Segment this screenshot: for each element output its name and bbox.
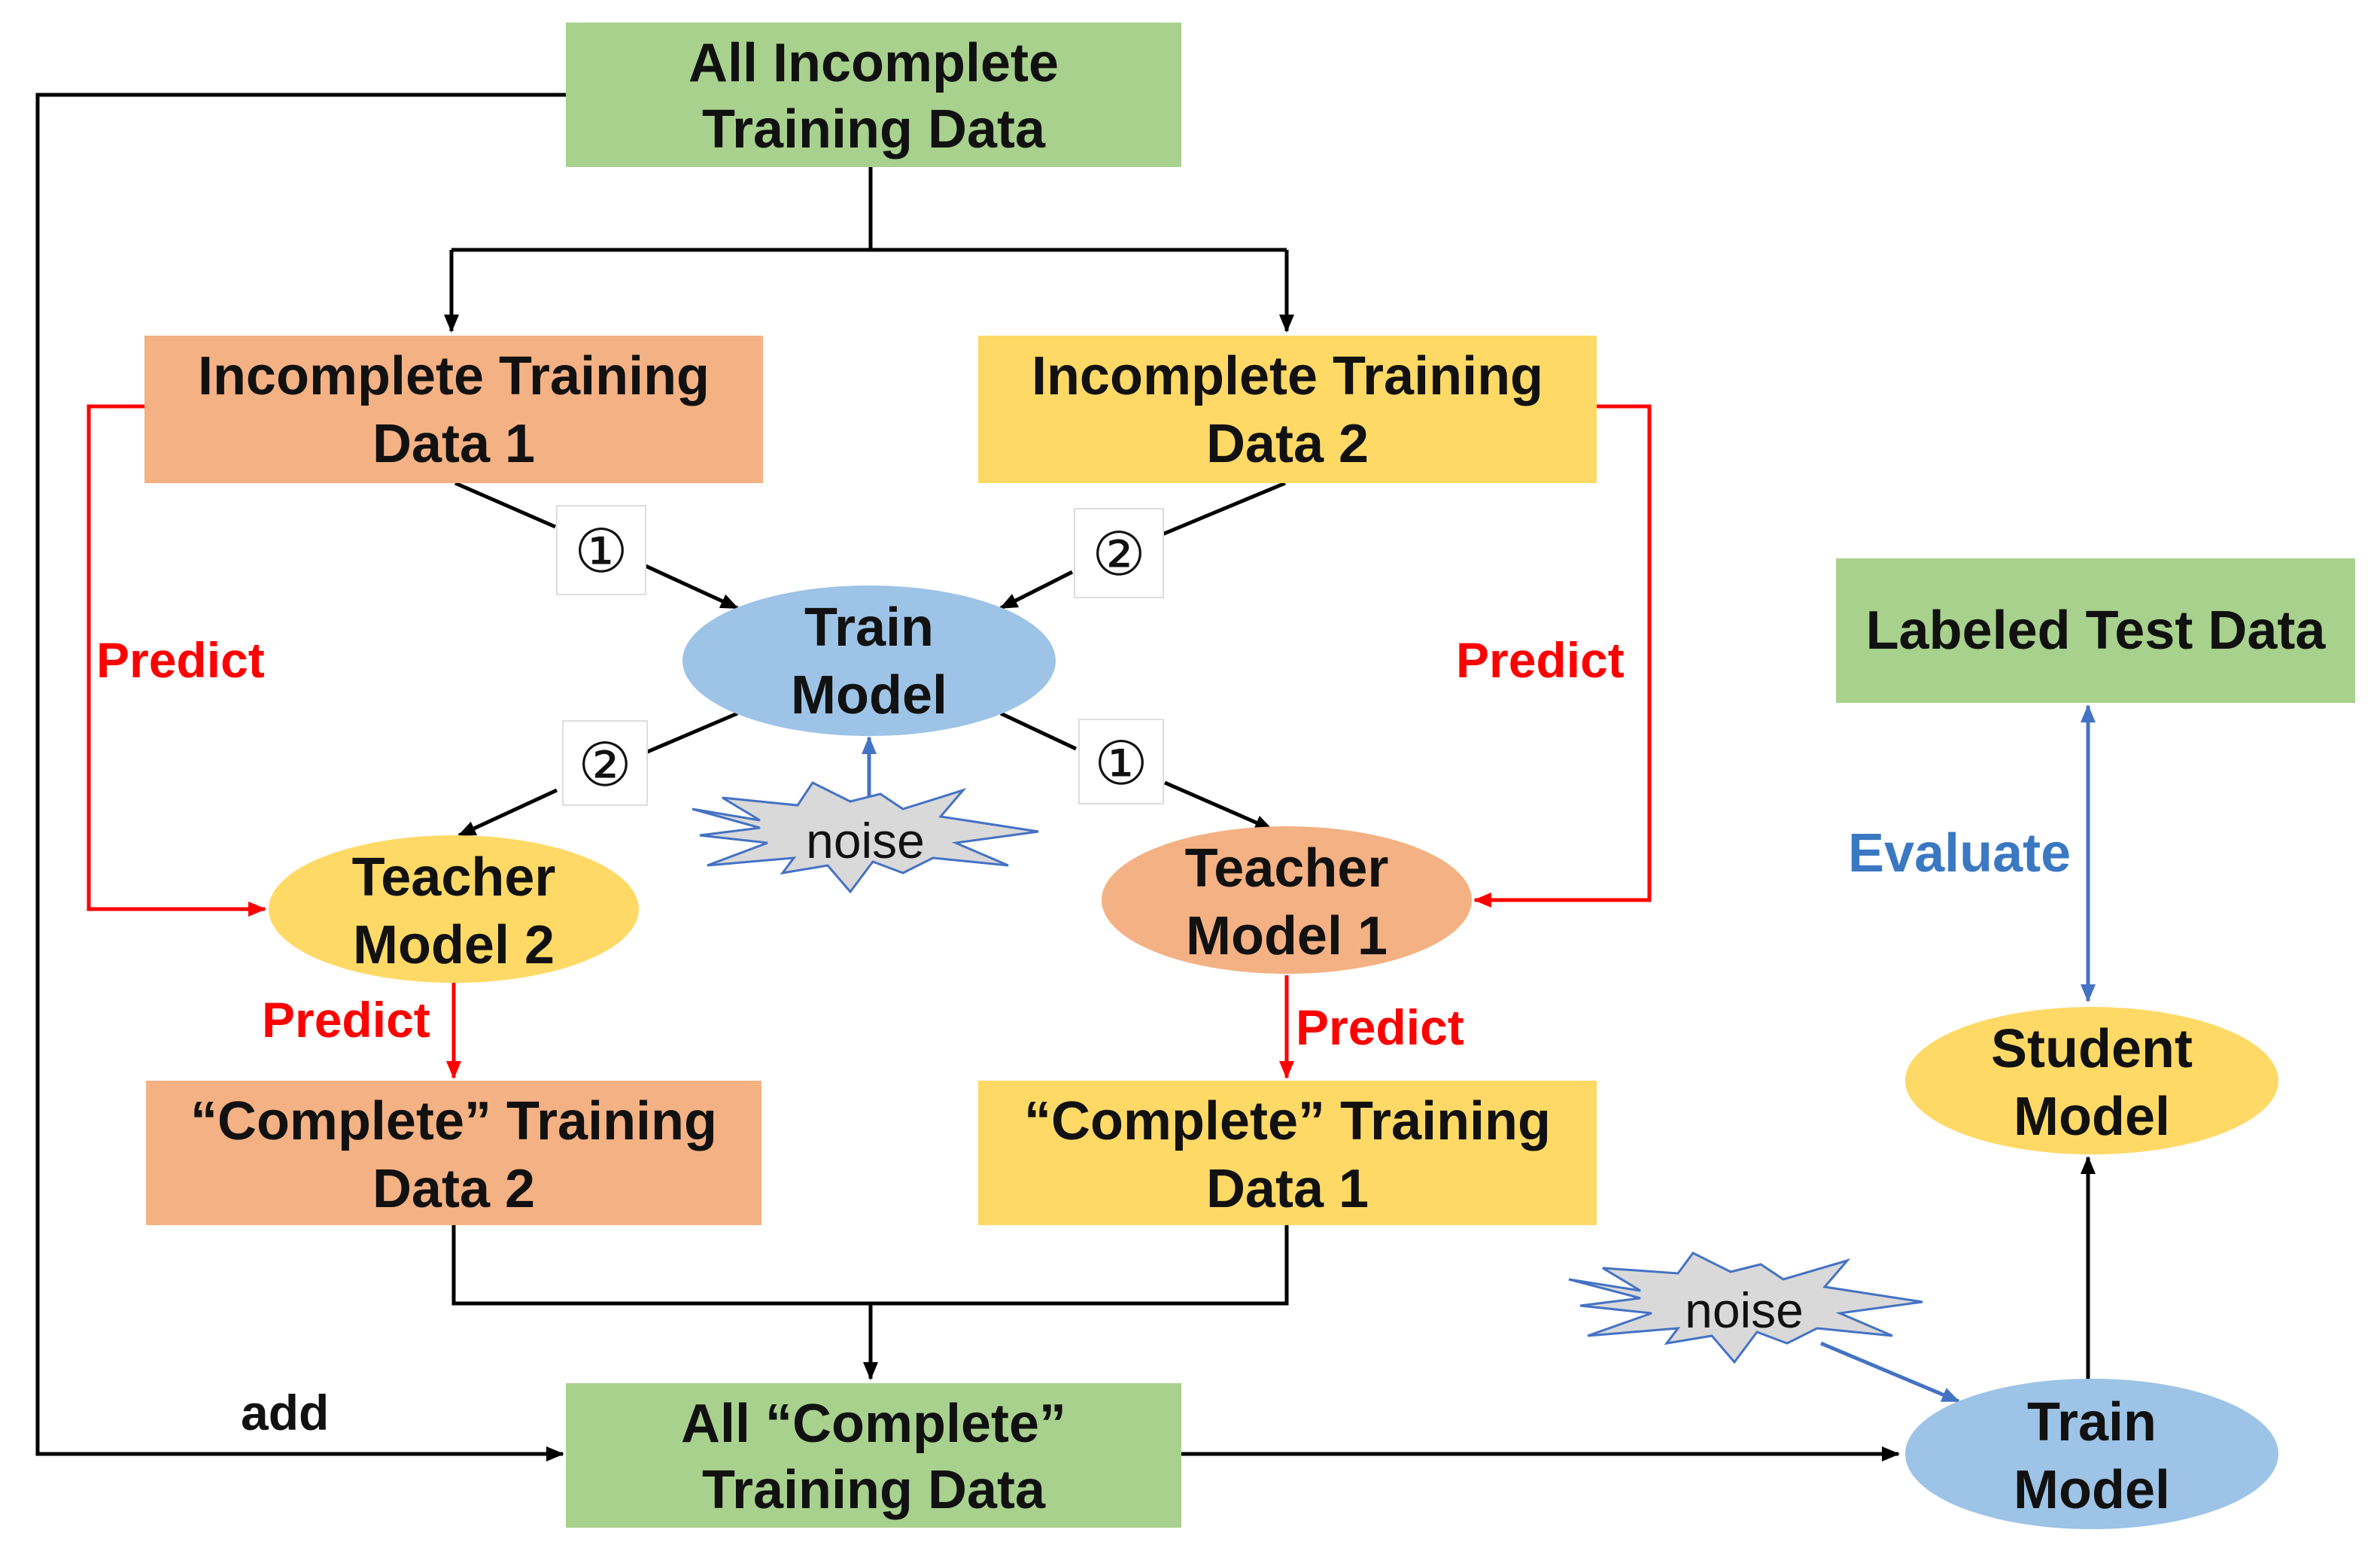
predict-label-teacher1: Predict [1296, 999, 1464, 1055]
node-ellipse [682, 585, 1056, 736]
black-connectors [35, 93, 2096, 1461]
train-to-step2b [645, 711, 738, 755]
predict-arrow-right [1473, 404, 1652, 908]
evaluate-label: Evaluate [1848, 823, 2071, 884]
node-label-line2: Model 1 [1186, 906, 1388, 966]
noise-label: noise [806, 813, 925, 868]
node-label-line2: Model 2 [353, 915, 555, 975]
node-label-line1: Train [2027, 1392, 2157, 1452]
node-label-line1: Incomplete Training [198, 346, 710, 406]
noise-burst-shape [692, 781, 1039, 894]
node-label: Labeled Test Data [1866, 601, 2327, 661]
node-ellipse [269, 835, 639, 983]
step1-to-train-model [644, 564, 739, 610]
node-label-line2: Model [2014, 1087, 2170, 1147]
node-all-complete-training-data: All “Complete” Training Data [566, 1383, 1181, 1528]
predict-label-left: Predict [96, 632, 265, 688]
node-label-line2: Data 1 [372, 414, 535, 474]
node-label-line1: Incomplete Training [1032, 346, 1543, 406]
step-box [1078, 719, 1164, 804]
node-label-line2: Model [791, 665, 947, 725]
step-box [562, 720, 648, 806]
node-train-model-center: Train Model [682, 585, 1056, 736]
step-marker-2-bottom: ② [562, 720, 648, 806]
node-student-model: Student Model [1905, 1007, 2278, 1154]
node-complete-training-data-2: “Complete” Training Data 2 [146, 1081, 761, 1225]
node-label-line2: Model [2014, 1460, 2170, 1520]
node-box [566, 1383, 1181, 1528]
node-label-line2: Training Data [702, 99, 1046, 160]
node-label-line2: Data 2 [1206, 414, 1369, 474]
node-box [144, 336, 763, 483]
step-marker-1-top: ① [556, 505, 646, 595]
node-label-line2: Data 1 [1206, 1159, 1369, 1219]
node-all-incomplete-training-data: All Incomplete Training Data [566, 23, 1181, 167]
node-label-line1: “Complete” Training [190, 1091, 717, 1151]
noise-label: noise [1685, 1282, 1804, 1338]
noise-burst-shape [1568, 1252, 1923, 1364]
step-label: ① [1094, 728, 1148, 798]
node-label-line1: Train [804, 598, 934, 658]
step-box [1074, 508, 1164, 598]
incomplete1-to-step1 [454, 481, 556, 529]
node-train-model-right: Train Model [1905, 1379, 2278, 1529]
step2-to-train-model [999, 570, 1074, 610]
step-label: ② [578, 730, 632, 800]
node-teacher-model-2: Teacher Model 2 [269, 835, 639, 983]
node-label-line1: All Incomplete [688, 33, 1059, 93]
incomplete2-to-step2 [1158, 481, 1286, 538]
step2b-to-teacher2 [457, 788, 558, 838]
node-incomplete-training-data-2: Incomplete Training Data 2 [978, 336, 1597, 483]
noise-to-train-right [1820, 1341, 1960, 1404]
merge-line [451, 1225, 1289, 1306]
node-complete-training-data-1: “Complete” Training Data 1 [978, 1081, 1597, 1225]
node-incomplete-training-data-1: Incomplete Training Data 1 [144, 336, 763, 483]
step-marker-2-top: ② [1074, 508, 1164, 598]
node-label-line2: Training Data [702, 1460, 1046, 1520]
predict-connectors [87, 404, 1652, 1079]
predict-label-right: Predict [1456, 632, 1625, 688]
predict-arrow-left [87, 404, 266, 917]
node-label-line2: Data 2 [372, 1159, 535, 1219]
node-teacher-model-1: Teacher Model 1 [1102, 826, 1472, 974]
predict-label-teacher2: Predict [262, 992, 430, 1048]
step-marker-1-bottom: ① [1078, 719, 1164, 804]
train-to-step1b [999, 711, 1078, 751]
node-box [146, 1081, 761, 1225]
blue-connectors [862, 704, 2096, 1404]
node-labeled-test-data: Labeled Test Data [1836, 558, 2355, 703]
noise-burst-center: noise [692, 781, 1039, 894]
node-box [1836, 558, 2355, 703]
step-box [556, 505, 646, 595]
node-label-line1: “Complete” Training [1024, 1091, 1551, 1151]
add-label: add [241, 1385, 329, 1440]
add-loop-arrow [35, 93, 566, 1461]
step-label: ② [1092, 519, 1146, 589]
node-ellipse [1102, 826, 1472, 974]
node-ellipse [1905, 1007, 2278, 1154]
step-label: ① [574, 516, 628, 586]
node-box [978, 1081, 1597, 1225]
node-box [566, 23, 1181, 167]
step1b-to-teacher1 [1163, 780, 1273, 832]
node-label-line1: Student [1991, 1019, 2193, 1079]
node-box [978, 336, 1597, 483]
node-label-line1: Teacher [1185, 838, 1389, 899]
noise-burst-right: noise [1568, 1252, 1923, 1364]
node-label-line1: All “Complete” [681, 1394, 1066, 1454]
node-label-line1: Teacher [352, 847, 556, 908]
node-ellipse [1905, 1379, 2278, 1529]
